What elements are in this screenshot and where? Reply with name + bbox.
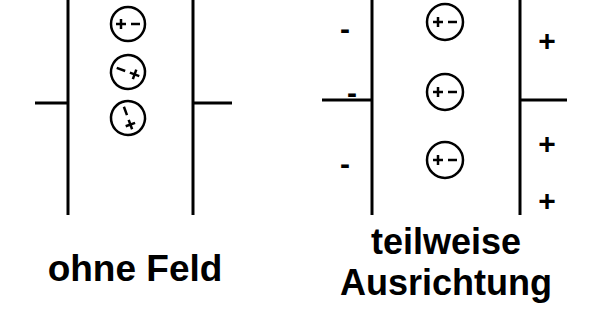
charge-sign: - (347, 75, 357, 110)
lead-wire (193, 102, 232, 105)
lead-wire (35, 102, 68, 105)
capacitor-plate (192, 0, 195, 215)
caption-label: ohne Feld (48, 247, 223, 290)
charge-sign: + (538, 183, 556, 218)
lead-wire (520, 99, 567, 102)
charge-sign: + (538, 126, 556, 161)
charge-sign: - (340, 11, 350, 46)
charge-sign: + (538, 23, 556, 58)
charge-sign: - (340, 146, 350, 181)
caption-label: teilweise Ausrichtung (296, 221, 590, 303)
dipole-symbol (427, 4, 463, 40)
capacitor-plate (371, 0, 374, 215)
dipole-symbol (106, 50, 150, 94)
dipole-symbol (427, 74, 463, 110)
dipole-symbol (111, 7, 145, 41)
dipole-symbol (427, 142, 463, 178)
capacitor-plate (67, 0, 70, 215)
capacitor-plate (519, 0, 522, 215)
dipole-symbol (106, 96, 150, 140)
